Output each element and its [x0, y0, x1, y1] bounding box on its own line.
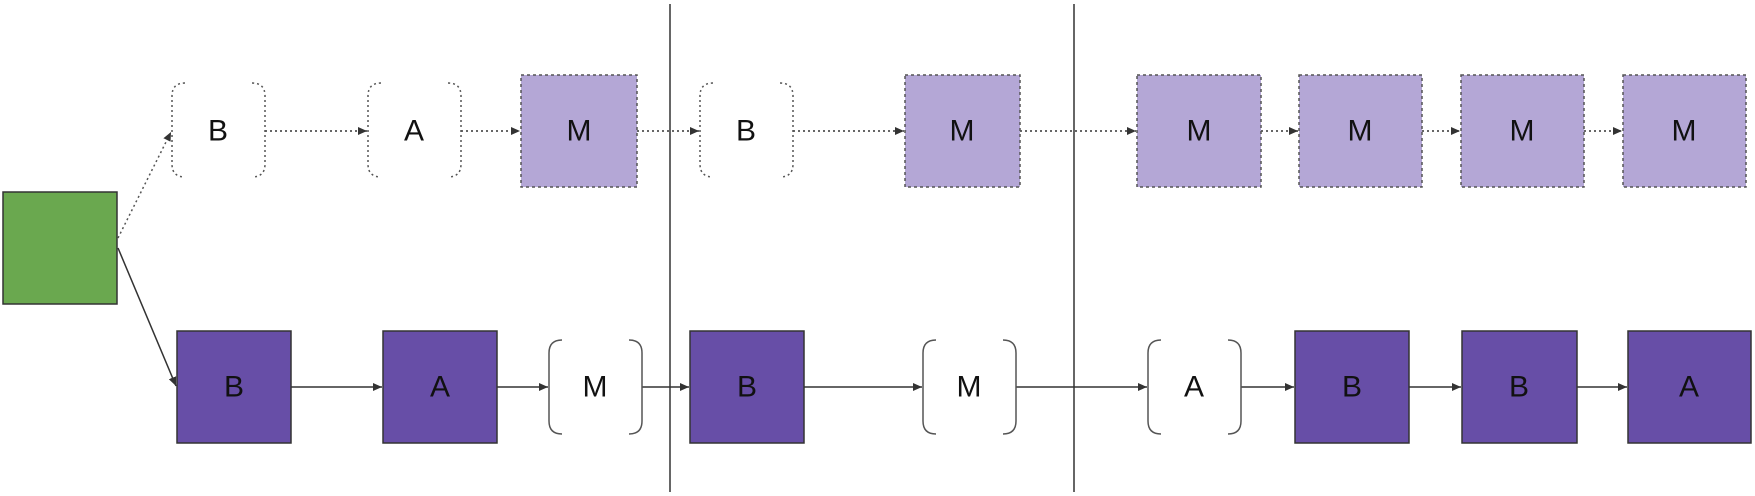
node-label: M [1187, 115, 1212, 148]
branch-connector-bottom [117, 247, 177, 387]
bracket-right [1227, 339, 1242, 435]
node-label: B [224, 371, 244, 404]
node-label: M [1510, 115, 1535, 148]
top-node-5: M [904, 74, 1021, 188]
bracket-right [447, 82, 462, 178]
node-box [176, 330, 292, 444]
node-box [1136, 74, 1262, 188]
node-label: M [1348, 115, 1373, 148]
bottom-node-5: M [922, 339, 1017, 435]
start-node [2, 191, 118, 305]
bracket-right [779, 82, 794, 178]
top-node-2: A [367, 82, 462, 178]
node-box [1627, 330, 1752, 444]
bracket-left [367, 82, 382, 178]
bracket-right [628, 339, 643, 435]
bottom-node-8: B [1461, 330, 1578, 444]
top-node-1: B [171, 82, 266, 178]
node-label: M [950, 115, 975, 148]
top-node-3: M [520, 74, 638, 188]
branch-connector-top [117, 131, 172, 239]
node-label: A [404, 115, 424, 148]
bracket-right [251, 82, 266, 178]
node-label: A [1679, 371, 1699, 404]
node-box [520, 74, 638, 188]
top-node-6: M [1136, 74, 1262, 188]
node-box [1294, 330, 1410, 444]
node-box [689, 330, 805, 444]
bottom-node-3: M [548, 339, 643, 435]
node-label: B [1342, 371, 1362, 404]
node-box [1460, 74, 1585, 188]
bracket-left [548, 339, 563, 435]
node-label: B [737, 371, 757, 404]
node-label: B [208, 115, 228, 148]
node-box [904, 74, 1021, 188]
bottom-node-7: B [1294, 330, 1410, 444]
bracket-right [1002, 339, 1017, 435]
bottom-node-1: B [176, 330, 292, 444]
bottom-node-6: A [1147, 339, 1242, 435]
node-box [1461, 330, 1578, 444]
node-label: M [957, 371, 982, 404]
node-label: B [1509, 371, 1529, 404]
bracket-left [171, 82, 186, 178]
node-label: M [583, 371, 608, 404]
node-label: B [736, 115, 756, 148]
top-node-8: M [1460, 74, 1585, 188]
node-label: M [1672, 115, 1697, 148]
node-label: M [567, 115, 592, 148]
bracket-left [922, 339, 937, 435]
bracket-left [699, 82, 714, 178]
bottom-node-4: B [689, 330, 805, 444]
bracket-left [1147, 339, 1162, 435]
node-label: A [1184, 371, 1204, 404]
node-label: A [430, 371, 450, 404]
top-node-9: M [1622, 74, 1747, 188]
bottom-node-9: A [1627, 330, 1752, 444]
bottom-node-2: A [382, 330, 498, 444]
top-node-4: B [699, 82, 794, 178]
node-box [1298, 74, 1423, 188]
node-box [382, 330, 498, 444]
node-box [1622, 74, 1747, 188]
top-node-7: M [1298, 74, 1423, 188]
